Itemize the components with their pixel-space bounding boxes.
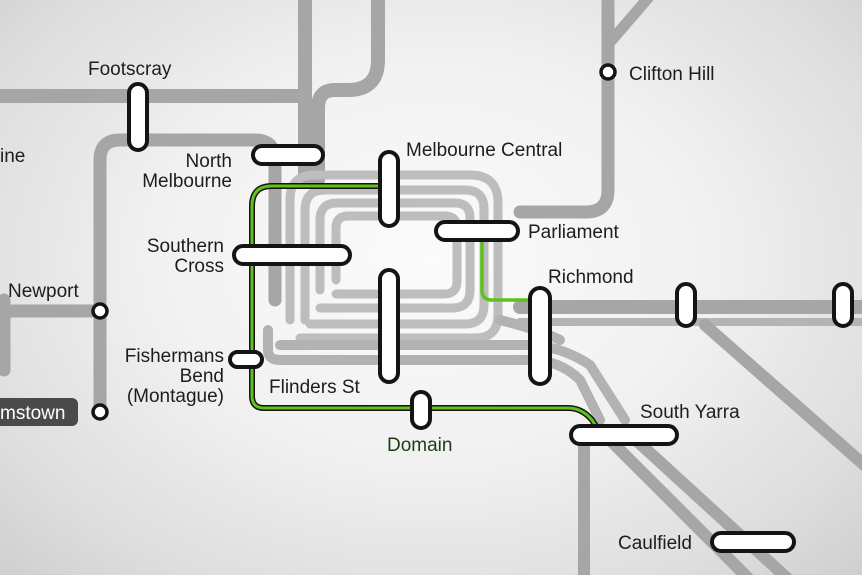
station-pill-richmond[interactable] — [528, 286, 552, 386]
track-craigieburn — [311, 0, 385, 187]
track-hurstbridge — [606, 0, 654, 46]
station-pill-parliament[interactable] — [434, 220, 520, 242]
label-footscray: Footscray — [88, 59, 172, 80]
station-dot-williamstown[interactable] — [91, 403, 109, 421]
station-pill-east-1[interactable] — [675, 282, 697, 328]
station-pill-south-yarra[interactable] — [569, 424, 679, 446]
station-pill-north-melbourne[interactable] — [251, 144, 325, 166]
station-pill-southern-cross[interactable] — [232, 244, 352, 266]
metro-tunnel-richmond — [480, 238, 534, 302]
station-pill-domain[interactable] — [410, 390, 432, 430]
loop-track-1 — [285, 170, 503, 343]
metro-tunnel-line-fill — [250, 184, 602, 434]
loop-track-2 — [300, 185, 489, 329]
station-labels: Footscray Clifton Hill ine North Melbour… — [0, 59, 740, 554]
station-pill-flinders-st[interactable] — [378, 268, 400, 384]
label-southern-cross-2: Cross — [174, 256, 224, 277]
label-north-melbourne-2: Melbourne — [142, 171, 232, 192]
loop-track-3 — [315, 198, 475, 313]
label-southern-cross-1: Southern — [147, 236, 224, 257]
station-markers — [91, 63, 854, 553]
label-domain: Domain — [387, 435, 452, 456]
label-richmond: Richmond — [548, 267, 634, 288]
williamstown-tag — [0, 398, 78, 426]
label-clifton-hill: Clifton Hill — [629, 64, 715, 85]
loop-track-4 — [331, 211, 462, 299]
station-dot-clifton-hill[interactable] — [599, 63, 617, 81]
station-pill-caulfield[interactable] — [710, 531, 796, 553]
label-sunshine: ine — [0, 146, 25, 167]
label-melbourne-central: Melbourne Central — [406, 140, 562, 161]
track-belgrave — [699, 319, 862, 471]
bundle-track-1 — [263, 325, 605, 425]
station-pill-melbourne-central[interactable] — [378, 150, 400, 228]
station-pill-east-2[interactable] — [832, 282, 854, 328]
track-clifton-hill — [513, 0, 615, 219]
label-fishermans-bend-3: (Montague) — [127, 386, 224, 407]
label-flinders-st: Flinders St — [269, 377, 361, 398]
track-pakenham — [619, 424, 793, 575]
label-williamstown: mstown — [0, 403, 65, 424]
label-north-melbourne-1: North — [186, 151, 232, 172]
label-south-yarra: South Yarra — [640, 402, 740, 423]
track-frankston — [594, 424, 754, 575]
label-parliament: Parliament — [528, 222, 620, 243]
label-caulfield: Caulfield — [618, 533, 692, 554]
station-dot-newport[interactable] — [91, 302, 109, 320]
label-newport: Newport — [8, 281, 79, 302]
label-fishermans-bend-1: Fishermans — [125, 346, 224, 367]
label-fishermans-bend-2: Bend — [180, 366, 224, 387]
station-pill-fishermans-bend[interactable] — [228, 350, 264, 369]
city-loop — [285, 170, 503, 343]
bundle-track-2 — [275, 340, 630, 425]
station-pill-footscray[interactable] — [127, 82, 149, 152]
